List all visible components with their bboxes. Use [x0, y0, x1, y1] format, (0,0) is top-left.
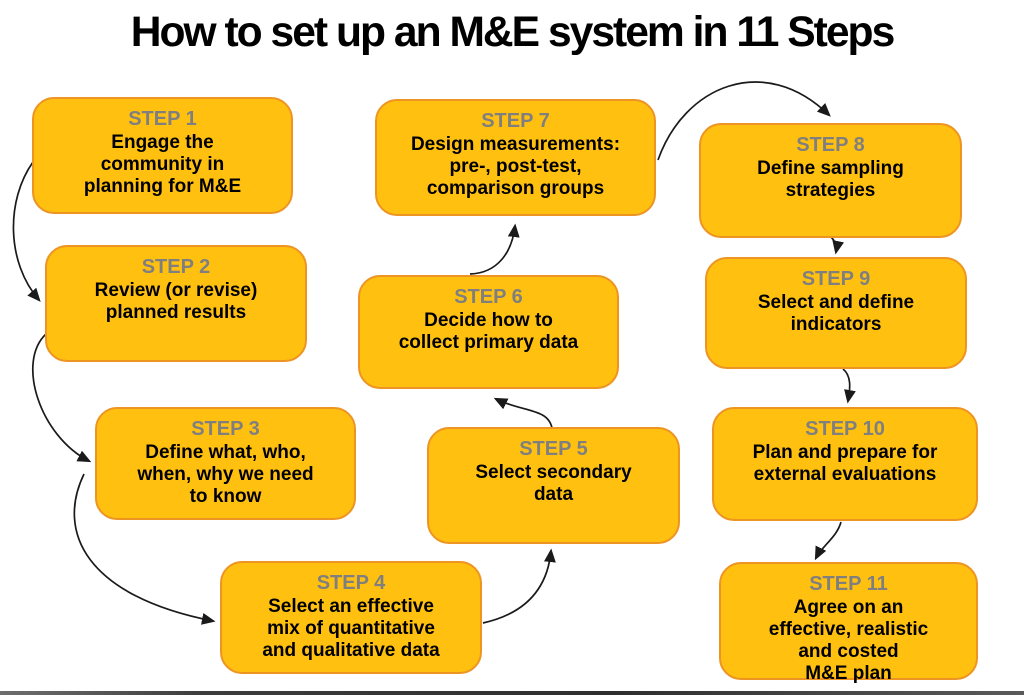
step-5-box: STEP 5 Select secondary data [427, 427, 680, 544]
step-2-label: STEP 2 [141, 256, 211, 278]
step-11-box: STEP 11 Agree on an effective, realistic… [719, 562, 978, 684]
step-7-box: STEP 7 Design measurements: pre-, post-t… [375, 99, 656, 216]
step-7-text: Design measurements: pre-, post-test, co… [410, 134, 621, 199]
bottom-edge-strip [0, 691, 1024, 695]
step-9-text: Select and define indicators [757, 292, 915, 335]
step-4-label: STEP 4 [316, 572, 386, 594]
step-3-label: STEP 3 [191, 418, 260, 440]
step-11-text: Agree on an effective, realistic and cos… [768, 597, 929, 684]
step-6-box: STEP 6 Decide how to collect primary dat… [358, 275, 619, 389]
arrow-step-4-to-step-5 [482, 548, 556, 624]
step-2-box: STEP 2 Review (or revise) planned result… [45, 245, 307, 362]
arrow-step-9-to-step-10 [842, 368, 856, 404]
arrow-step-8-to-step-9 [830, 236, 844, 255]
step-8-label: STEP 8 [796, 134, 865, 156]
step-5-label: STEP 5 [519, 438, 588, 460]
page-title: How to set up an M&E system in 11 Steps [130, 8, 896, 56]
step-1-box: STEP 1 Engage the community in planning … [32, 97, 293, 214]
step-11-label: STEP 11 [809, 573, 888, 595]
step-9-label: STEP 9 [801, 268, 871, 290]
step-3-box: STEP 3 Define what, who, when, why we ne… [95, 407, 356, 520]
step-6-label: STEP 6 [454, 286, 523, 308]
step-4-box: STEP 4 Select an effective mix of quanti… [220, 561, 482, 674]
arrow-step-5-to-step-6 [493, 397, 553, 429]
step-7-label: STEP 7 [481, 110, 550, 132]
arrow-step-10-to-step-11 [814, 521, 842, 561]
step-1-text: Engage the community in planning for M&E [83, 132, 242, 197]
step-9-box: STEP 9 Select and define indicators [705, 257, 967, 369]
step-3-text: Define what, who, when, why we need to k… [137, 442, 314, 507]
arrow-step-6-to-step-7 [469, 223, 520, 275]
step-10-box: STEP 10 Plan and prepare for external ev… [712, 407, 978, 521]
step-2-text: Review (or revise) planned results [94, 280, 258, 323]
step-6-text: Decide how to collect primary data [398, 310, 579, 353]
step-5-text: Select secondary data [475, 462, 632, 505]
step-8-text: Define sampling strategies [757, 158, 904, 201]
step-1-label: STEP 1 [128, 108, 197, 130]
step-8-box: STEP 8 Define sampling strategies [699, 123, 962, 238]
step-10-text: Plan and prepare for external evaluation… [752, 442, 938, 485]
step-4-text: Select an effective mix of quantitative … [262, 596, 440, 661]
step-10-label: STEP 10 [805, 418, 885, 440]
